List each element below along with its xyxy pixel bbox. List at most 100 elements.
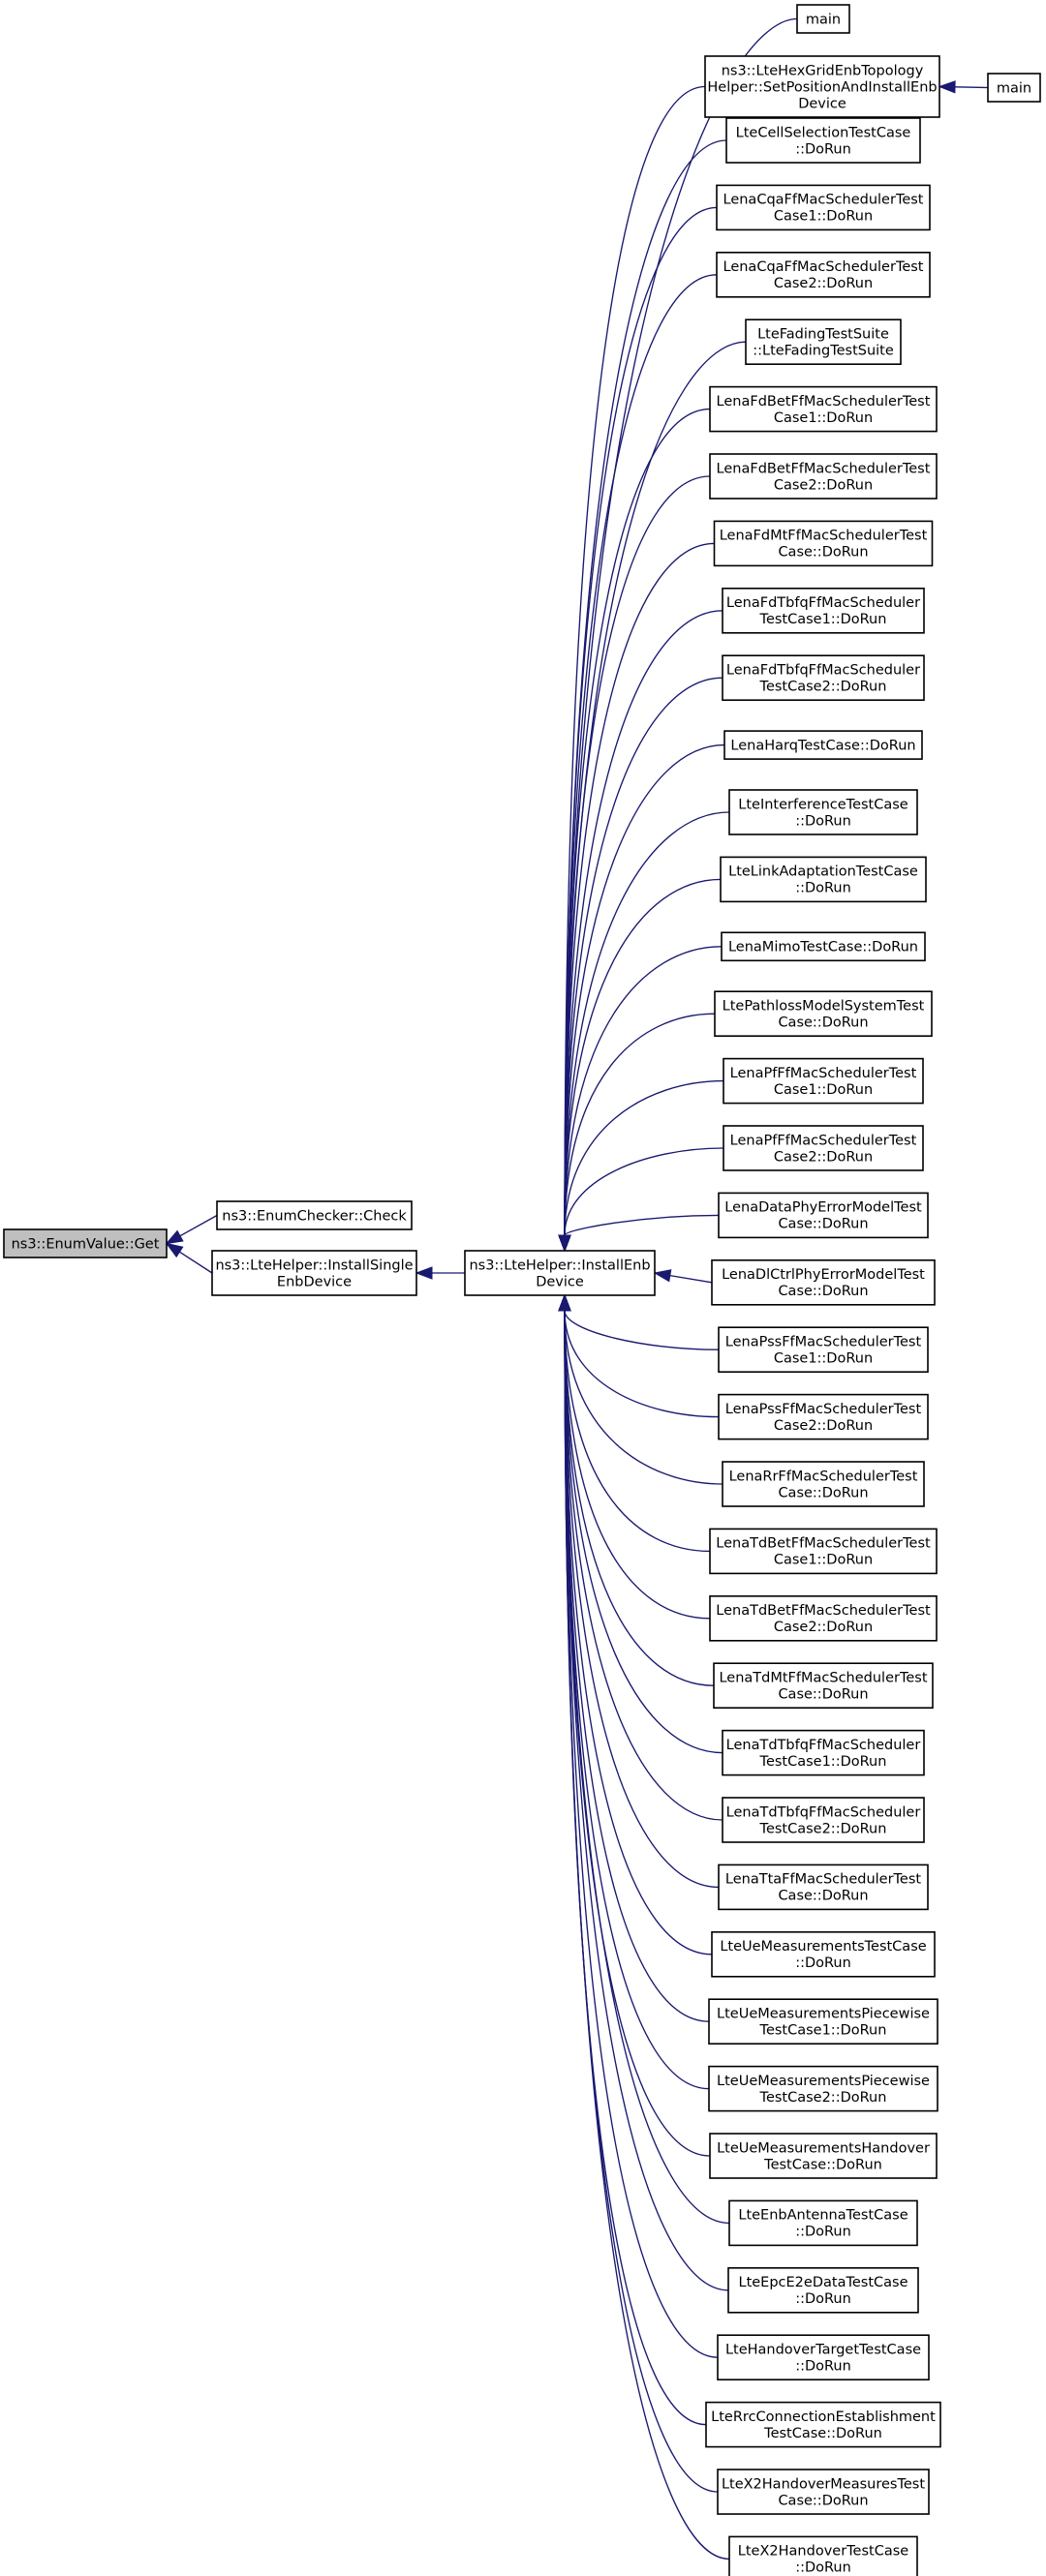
node-box[interactable] [717,2469,930,2515]
node-box[interactable] [720,856,927,903]
node-box[interactable] [708,1998,938,2045]
node-box[interactable] [714,990,933,1037]
node-box[interactable] [211,1250,417,1296]
node-c10[interactable]: LenaHarqTestCase::DoRun [723,730,923,760]
node-main_1[interactable]: main [796,4,850,34]
node-box[interactable] [216,1200,413,1230]
node-box[interactable] [796,4,850,34]
node-box[interactable] [718,1393,929,1440]
node-box[interactable] [709,385,938,433]
node-box[interactable] [704,55,940,118]
node-box[interactable] [722,587,925,634]
edge-c26-to-install_enb [558,1293,723,1821]
node-box[interactable] [709,1595,938,1642]
node-box[interactable] [716,251,931,298]
edge-line [564,542,715,1236]
node-label: TestCase2::DoRun [759,679,887,694]
node-box[interactable] [708,2065,938,2112]
node-box[interactable] [745,318,902,366]
node-box[interactable] [716,184,931,231]
node-box[interactable] [718,1864,929,1911]
node-box[interactable] [723,1057,924,1105]
node-box[interactable] [723,730,923,760]
node-c33[interactable]: LteEpcE2eDataTestCase::DoRun [727,2267,919,2314]
node-label: LenaDlCtrlPhyErrorModelTest [722,1267,925,1283]
edge-line [564,878,722,1236]
node-box[interactable] [721,931,926,962]
node-box[interactable] [725,117,921,164]
edge-c18-to-install_enb [653,1269,713,1284]
node-label: Case::DoRun [778,2493,868,2508]
node-label: LteX2HandoverMeasuresTest [722,2476,925,2492]
node-main_2[interactable]: main [987,73,1041,103]
node-box[interactable] [717,2334,930,2380]
node-box[interactable] [718,1192,929,1239]
node-enumchecker_check[interactable]: ns3::EnumChecker::Check [216,1200,413,1230]
node-box[interactable] [722,1797,925,1843]
node-box[interactable] [727,2267,919,2314]
node-enumvalue_get[interactable]: ns3::EnumValue::Get [3,1228,168,1258]
node-c32[interactable]: LteEnbAntennaTestCase::DoRun [728,2199,918,2247]
edge-line [564,1310,729,2291]
node-box[interactable] [722,1461,925,1507]
node-box[interactable] [722,654,925,702]
node-box[interactable] [722,1729,925,1776]
node-box[interactable] [713,520,934,567]
node-box[interactable] [3,1228,168,1258]
node-c12[interactable]: LteLinkAdaptationTestCase::DoRun [720,856,927,903]
node-c37[interactable]: LteX2HandoverTestCase::DoRun [728,2535,918,2576]
node-c29[interactable]: LteUeMeasurementsPiecewiseTestCase1::DoR… [708,1998,938,2045]
node-box[interactable] [464,1250,656,1296]
node-box[interactable] [728,789,918,835]
node-c4[interactable]: LteFadingTestSuite::LteFadingTestSuite [745,318,902,366]
node-c13[interactable]: LenaMimoTestCase::DoRun [721,931,926,962]
node-box[interactable] [723,1125,924,1171]
node-c11[interactable]: LteInterferenceTestCase::DoRun [728,789,918,835]
node-c34[interactable]: LteHandoverTargetTestCase::DoRun [717,2334,930,2380]
node-box[interactable] [987,73,1041,103]
node-box[interactable] [713,1662,934,1709]
edge-line [564,1310,711,1620]
node-box[interactable] [711,1931,936,1978]
node-box[interactable] [709,1528,938,1575]
node-box[interactable] [718,1326,929,1373]
node-box[interactable] [711,1259,936,1306]
node-label: TestCase2::DoRun [759,1821,887,1836]
node-c28[interactable]: LteUeMeasurementsTestCase::DoRun [711,1931,936,1978]
node-c1[interactable]: LteCellSelectionTestCase::DoRun [725,117,921,164]
node-box[interactable] [728,2199,918,2247]
node-box[interactable] [728,2535,918,2576]
node-box[interactable] [705,2401,941,2448]
node-c30[interactable]: LteUeMeasurementsPiecewiseTestCase2::DoR… [708,2065,938,2112]
node-box[interactable] [709,453,938,500]
node-box[interactable] [709,2133,938,2179]
edge-line [564,1310,720,1418]
node-c35[interactable]: LteRrcConnectionEstablishmentTestCase::D… [705,2401,941,2448]
node-hexgrid[interactable]: ns3::LteHexGridEnbTopologyHelper::SetPos… [704,55,940,118]
